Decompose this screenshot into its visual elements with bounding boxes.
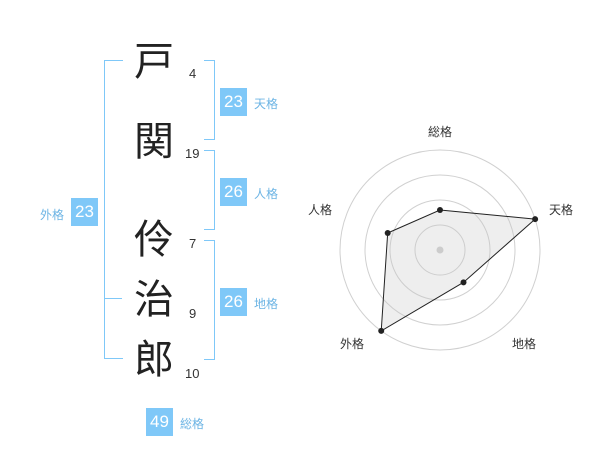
soukaku-label: 総格 <box>180 417 205 431</box>
tenkaku-bracket <box>204 60 215 140</box>
radar-chart <box>339 149 541 351</box>
radar-point-4 <box>378 327 385 334</box>
radar-point-2 <box>532 216 539 223</box>
radar-point-1 <box>437 207 443 213</box>
radar-grid <box>339 149 541 351</box>
chikaku-value: 26 <box>220 288 247 316</box>
gaikaku-label: 外格 <box>40 208 65 222</box>
jinkaku-label: 人格 <box>254 187 279 201</box>
soukaku-value: 49 <box>146 408 173 436</box>
chikaku-bracket <box>204 240 215 360</box>
radar-point-3 <box>460 279 467 286</box>
gaikaku-bracket <box>104 60 123 359</box>
gaikaku-value: 23 <box>71 198 98 226</box>
radar-ring <box>364 174 516 326</box>
radar-area <box>380 209 537 332</box>
stroke-count-4: 9 <box>189 306 197 321</box>
radar-label-soukaku: 総格 <box>428 125 453 139</box>
chikaku-label: 地格 <box>254 297 279 311</box>
tenkaku-value: 23 <box>220 88 247 116</box>
radar-center <box>436 246 444 254</box>
gaikaku-bracket-tick <box>104 298 122 299</box>
radar-point-5 <box>384 230 391 237</box>
radar-label-gaikaku: 外格 <box>340 337 365 351</box>
name-char-4: 治 <box>134 277 174 323</box>
jinkaku-value: 26 <box>220 178 247 206</box>
stroke-count-3: 7 <box>189 236 197 251</box>
radar-label-jinkaku: 人格 <box>308 203 333 217</box>
radar-label-chikaku: 地格 <box>512 337 537 351</box>
stroke-count-1: 4 <box>189 66 197 81</box>
name-char-2: 関 <box>134 119 174 165</box>
name-char-3: 伶 <box>134 217 174 263</box>
name-char-1: 戸 <box>134 39 174 85</box>
jinkaku-bracket <box>204 150 215 230</box>
radar-ring <box>389 199 491 301</box>
name-char-5: 郎 <box>134 337 174 383</box>
tenkaku-label: 天格 <box>254 97 279 111</box>
radar-ring <box>339 149 541 351</box>
stroke-count-2: 19 <box>185 146 200 161</box>
radar-label-tenkaku: 天格 <box>549 203 574 217</box>
stroke-count-5: 10 <box>185 366 200 381</box>
radar-ring <box>414 224 466 276</box>
